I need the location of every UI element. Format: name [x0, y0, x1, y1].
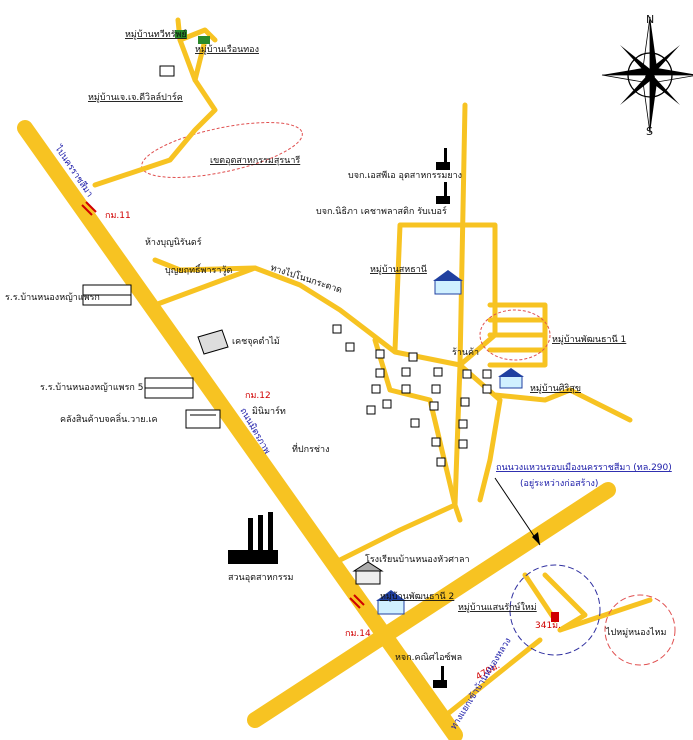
label-company2: บจก.นิธิภา เคชาพลาสติก รับเบอร์ [316, 205, 447, 217]
houses-cluster [332, 324, 492, 467]
road-north-village-branch [177, 27, 218, 43]
label-cable-store: ห้างบุญนิรันดร์ [145, 236, 202, 248]
label-village-sahathanee: หมู่บ้านสหธานี [370, 264, 427, 275]
label-company1: บจก.เอสพีเอ อุตสาหกรรมยาง [348, 170, 462, 181]
village-sahathanee-icon [433, 270, 463, 295]
road-west-loop [372, 337, 458, 508]
label-to-nonghai: ไปหมู่หนองไหม [605, 627, 666, 638]
baansanruk-circle [509, 564, 601, 656]
label-marker-341: 341ม. [535, 621, 561, 631]
road-to-nonghai [557, 597, 653, 633]
label-shop: ร้านค้า [452, 347, 479, 358]
label-school: ร.ร.บ้านหนองหญ้าแพรก [5, 292, 100, 303]
label-warehouse: คลังสินค้าบจคลิ่น.วาย.เค [60, 412, 158, 425]
road-to-nongkrad [152, 265, 463, 368]
nonghua-school-icon [352, 561, 384, 585]
label-km12: กม.12 [245, 391, 271, 401]
label-minimart: มินิมาร์ท [252, 405, 286, 417]
road-north-village-branch-2 [192, 37, 208, 83]
label-ring-road-sub: (อยู่ระหว่างก่อสร้าง) [520, 478, 598, 489]
label-industrial-zone: เขตอุตสาหกรรมสุรนารี [210, 155, 300, 166]
village-phonthani2-icon [376, 590, 406, 615]
nonghai-circle [604, 594, 676, 666]
label-nonghua-school: โรงเรียนบ้านหนองหัวศาลา [365, 554, 470, 565]
road-east-loop [392, 222, 498, 368]
phonthani1-circle [479, 309, 551, 361]
road-baansanruk [522, 572, 558, 623]
label-garage: ที่ปกรช่าง [292, 442, 330, 455]
road-bottom-spur [437, 637, 543, 723]
label-pttdell: หจก.คณิศไอซ์พล [395, 651, 462, 663]
label-village-srisuk: หมู่บ้านศิริสุข [530, 383, 581, 394]
label-village-phonthani1: หมู่บ้านพัฒนธานี 1 [552, 334, 626, 345]
building-warehouse [185, 409, 221, 429]
road-east-spur [492, 387, 633, 423]
company1-icon [436, 148, 450, 170]
label-village-phonthani2: หมู่บ้านพัฒนธานี 2 [380, 591, 454, 602]
village-srisuk-icon [498, 368, 524, 389]
km11-marker [81, 201, 97, 216]
compass-north: N [646, 13, 654, 26]
building-saraburi [82, 284, 132, 306]
label-saraburi-yard: บุญยฤทธิ์พาราวู้ด [165, 263, 232, 276]
label-side-road: ทางแยกเข้าบ้านหนองหลวง [448, 636, 513, 732]
road-to-nongbua [337, 502, 458, 563]
km14-marker [349, 594, 365, 609]
road-south-branch [457, 362, 503, 503]
label-village-jj: หมู่บ้านเจ.เจ.ดีวิลล์ปาร์ค [88, 91, 183, 103]
pttdell-icon [433, 666, 447, 688]
label-village-thawee: หมู่บ้านทวีทรัพย์ [125, 28, 187, 40]
ring-road [247, 482, 616, 728]
label-village-baansanruk: หมู่บ้านแสนรักษ์ใหม่ [458, 601, 537, 613]
road-north-south [452, 102, 468, 523]
road-to-school [152, 257, 258, 273]
industrial-zone-outline [141, 122, 303, 178]
company2-icon [436, 182, 450, 204]
factory-icon [228, 512, 278, 564]
ring-road-callout [494, 477, 541, 546]
baansanruk-marker [551, 612, 559, 622]
label-market5: ร.ร.บ้านหนองหญ้าแพรก 5 [40, 382, 143, 393]
building-furniture [197, 329, 229, 355]
label-furniture: เคชจุคตำไม้ [232, 336, 280, 347]
building-market5 [144, 377, 194, 399]
label-ring-road: ถนนวงแหวนรอบเมืองนครราชสีมา (ทล.290) [496, 462, 672, 473]
highway-road [17, 120, 463, 740]
label-km11: กม.11 [105, 211, 131, 221]
north-village-houses [159, 30, 210, 77]
label-factory: สวนอุตสาหกรรม [228, 573, 294, 583]
label-village-ruenthong: หมู่บ้านเรือนทอง [195, 44, 259, 55]
compass-south: S [646, 125, 653, 138]
ring-road-callout-arrow [532, 532, 540, 545]
label-km14: กม.14 [345, 629, 371, 639]
compass-icon [601, 16, 693, 134]
